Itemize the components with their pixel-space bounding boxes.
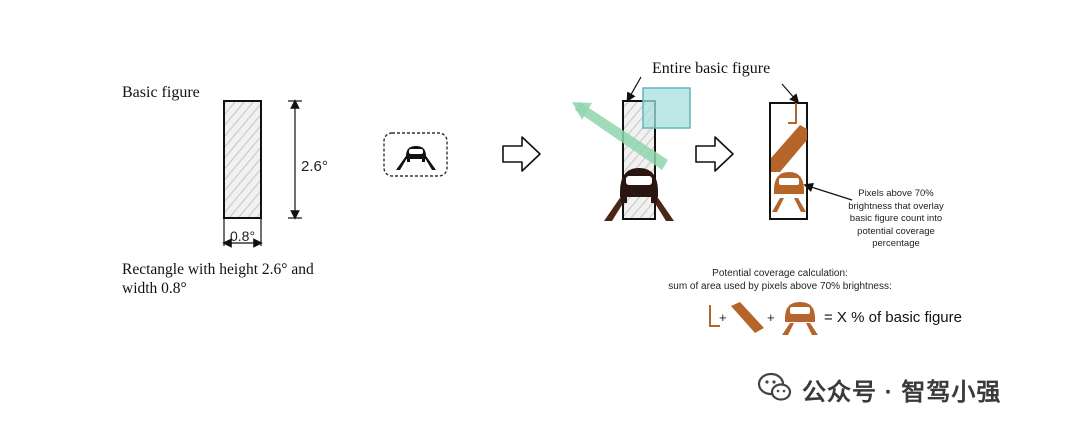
pixels-note: Pixels above 70% brightness that overlay… (848, 188, 944, 249)
car-piece-icon (782, 302, 818, 335)
height-label: 2.6° (301, 158, 328, 175)
overlay-figure (572, 76, 691, 221)
equation-result: = X % of basic figure (824, 309, 962, 326)
watermark-text: 公众号 · 智驾小强 (802, 379, 1002, 406)
basic-figure-rect (223, 100, 262, 219)
calc-subtitle: sum of area used by pixels above 70% bri… (668, 281, 892, 292)
corner-piece-icon (709, 305, 720, 327)
plus-sign-2: + (767, 310, 775, 325)
basic-figure-label: Basic figure (122, 84, 200, 101)
plus-sign: + (719, 310, 727, 325)
road-car-icon (383, 132, 448, 177)
diagonal-piece-icon (731, 302, 764, 333)
width-label: 0.8° (230, 228, 256, 244)
wechat-icon (757, 372, 792, 401)
calc-title: Potential coverage calculation: (712, 268, 848, 279)
width-dimension (222, 218, 263, 248)
arrow-right-icon-2 (695, 136, 734, 172)
rectangle-caption: Rectangle with height 2.6° and width 0.8… (122, 261, 314, 297)
result-figure (769, 83, 853, 220)
arrow-right-icon (502, 136, 541, 172)
height-dimension (288, 99, 302, 220)
entire-basic-figure-label: Entire basic figure (652, 60, 771, 77)
